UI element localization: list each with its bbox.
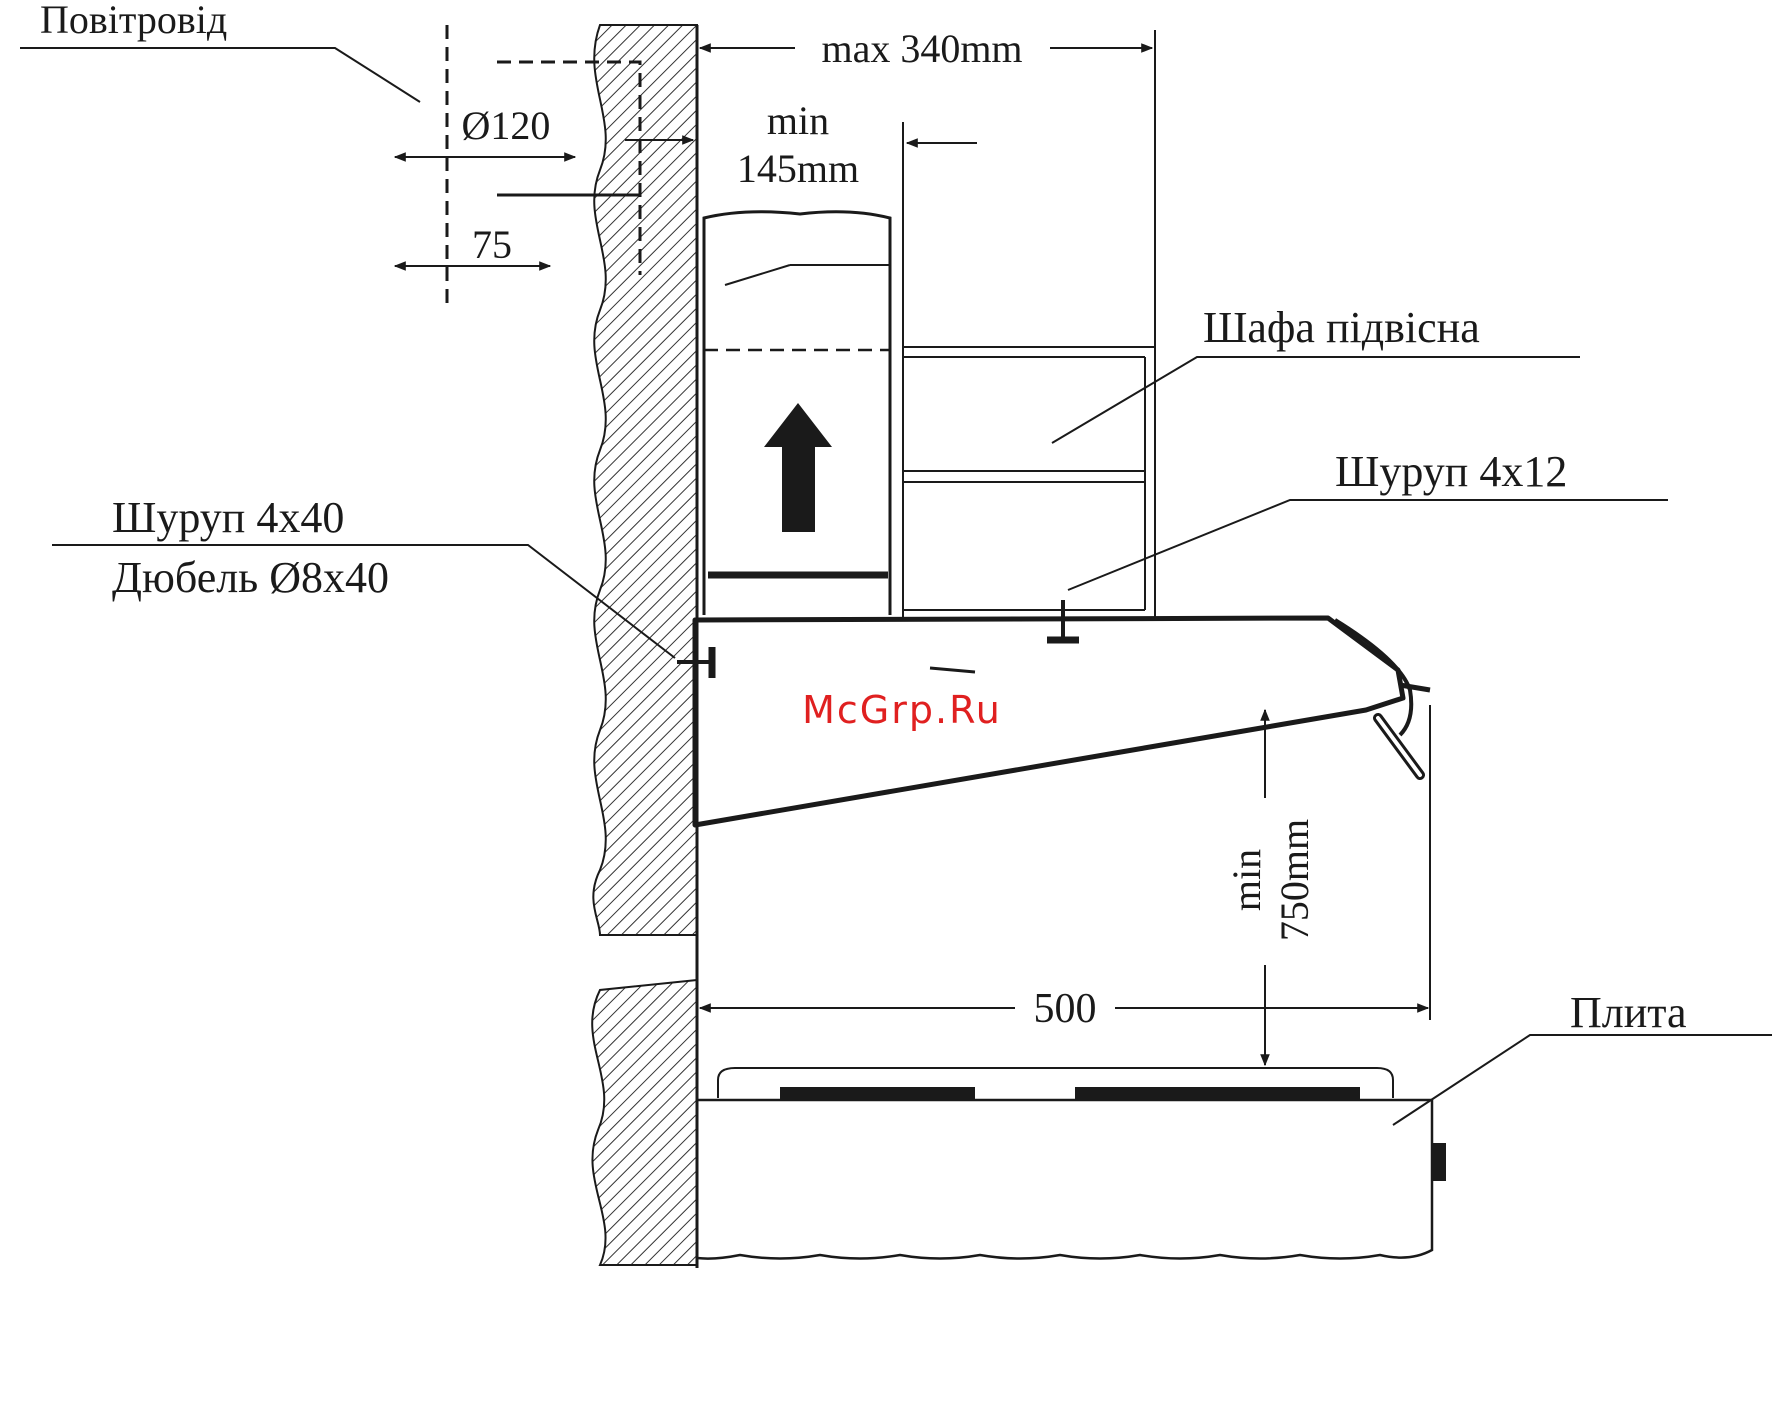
watermark: McGrp.Ru [802,688,1002,732]
label-duct-offset: 75 [472,222,512,267]
label-duct-diameter: Ø120 [462,103,551,148]
stove [697,1068,1446,1259]
wall-upper [593,25,697,935]
label-min-width-1: min [767,98,829,143]
label-min-width-2: 145mm [737,146,859,191]
label-wall-dowel: Дюбель Ø8x40 [112,553,389,602]
label-air-duct: Повітровід [40,0,227,42]
hood-chimney [704,212,890,615]
label-wall-cabinet: Шафа підвісна [1203,303,1480,352]
label-cabinet-screw: Шуруп 4x12 [1335,447,1567,496]
label-min-height-2: 750mm [1272,819,1317,941]
label-min-height-1: min [1224,849,1269,911]
label-hood-depth: 500 [1034,986,1097,1032]
airflow-up-arrow [764,403,832,532]
label-max-depth: max 340mm [821,26,1022,71]
wall-lower [592,980,697,1265]
min-height-text-group: min 750mm [1224,819,1317,941]
label-stove: Плита [1570,988,1687,1037]
hood-depth-dimension [700,705,1430,1020]
label-wall-screw: Шуруп 4x40 [112,493,344,542]
wall-cabinet [903,30,1155,617]
